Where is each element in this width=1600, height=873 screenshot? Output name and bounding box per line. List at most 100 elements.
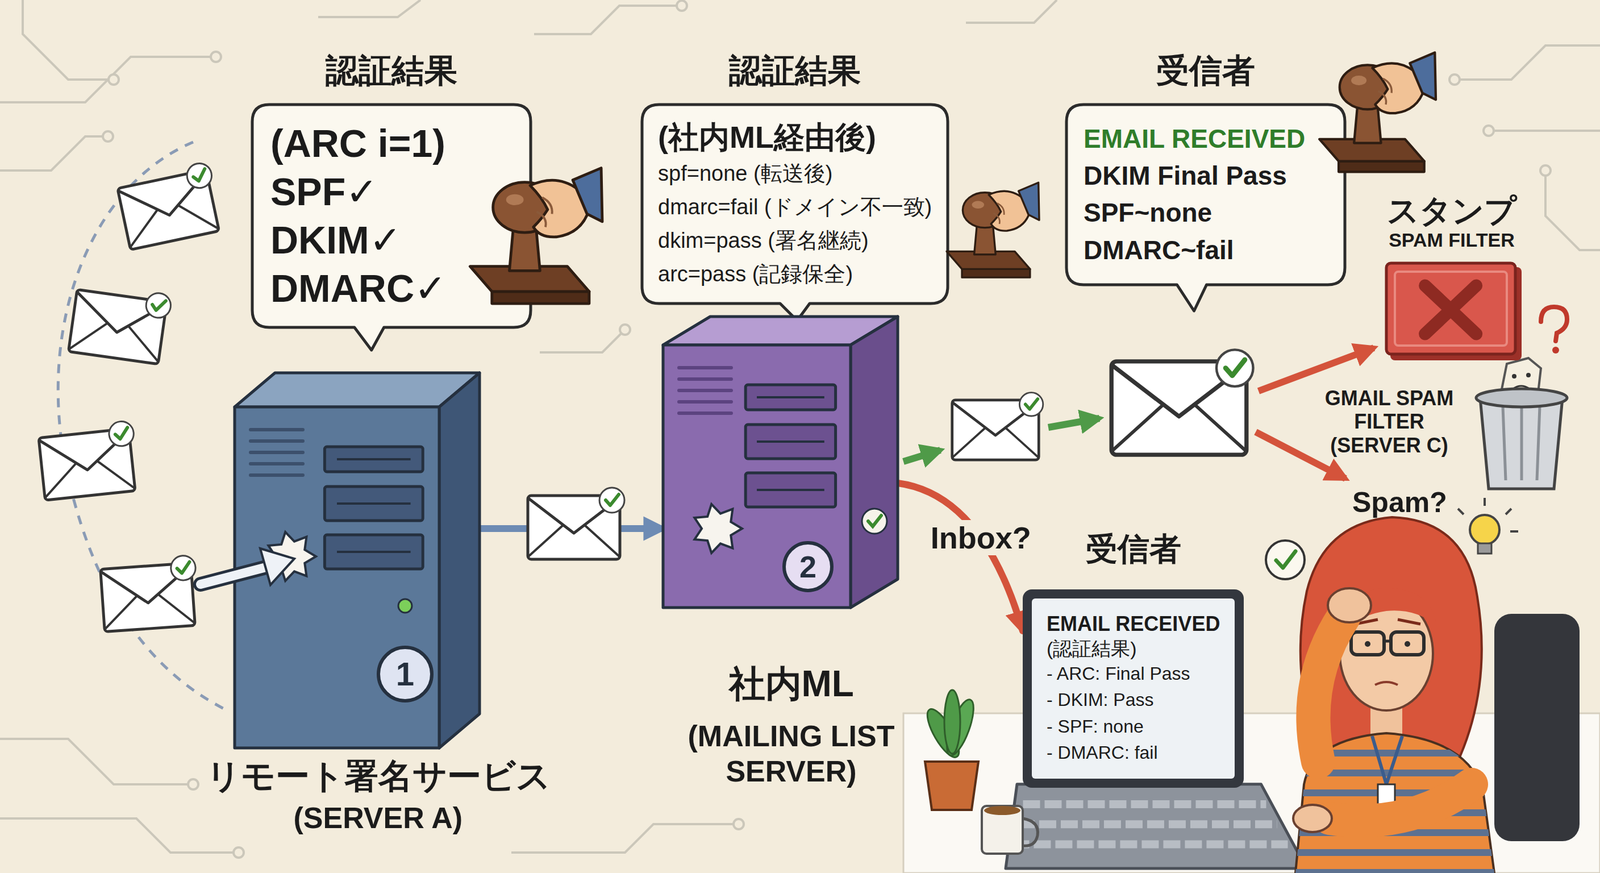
trash-can-part (1480, 397, 1563, 489)
callout-number: 2 (799, 551, 817, 582)
potted-plant-part (925, 761, 979, 810)
screen-line: EMAIL RECEIVED (1046, 610, 1220, 637)
speech-bubble: 認証結果(ARC i=1)SPF✓DKIM✓DMARC✓ (252, 52, 531, 328)
vent (250, 473, 303, 477)
knob-highlight (506, 194, 524, 206)
lightbulb-part (1457, 497, 1519, 532)
sleeve (1018, 182, 1040, 220)
bubble-line: EMAIL RECEIVED (1083, 120, 1306, 158)
annotation-label: GMAIL SPAM FILTER (SERVER C) (1306, 386, 1472, 457)
check-bubble (1265, 540, 1305, 579)
callout-circle: 2 (782, 540, 834, 593)
person-part (1372, 735, 1403, 785)
box-face (1386, 263, 1516, 354)
laptop-screen: 受信者 EMAIL RECEIVED(認証結果)- ARC: Final Pass… (1022, 531, 1244, 788)
server-label: (MAILING LIST SERVER) (666, 718, 917, 790)
vent (678, 388, 732, 393)
coffee-mug-part (984, 805, 1021, 815)
slot-line (756, 396, 825, 399)
box-inner (1394, 271, 1507, 346)
person-part (1494, 613, 1580, 841)
keyboard-row (1017, 819, 1278, 828)
question-mark (1540, 306, 1568, 341)
knob-highlight (1351, 75, 1367, 86)
circuit-pads (102, 0, 1551, 858)
green-arrow (1048, 418, 1100, 428)
slot-line (336, 550, 411, 553)
finger-lines (993, 202, 1004, 224)
stamp-base-side (961, 268, 1031, 278)
server-illustration (663, 316, 898, 608)
bubble-line: SPF~none (1083, 194, 1212, 232)
stamp-base-side (492, 291, 590, 304)
stamp-base-side (1338, 160, 1425, 172)
server-side (850, 316, 898, 608)
envelope (68, 281, 173, 365)
slot-line (336, 502, 411, 505)
keyboard-row (1011, 840, 1288, 849)
x-mark (1425, 285, 1477, 335)
person-part (1364, 640, 1371, 647)
circuit-pads-part (210, 51, 222, 62)
callout-number: 1 (396, 657, 415, 691)
vent (250, 461, 303, 466)
trash-can-part (1526, 372, 1531, 378)
person (1289, 517, 1580, 873)
red-arrow (1258, 347, 1374, 391)
envelope (115, 160, 224, 250)
bubble-line: DMARC~fail (1083, 231, 1235, 269)
incoming-arrow-outline (200, 566, 269, 585)
screen-line: - DKIM: Pass (1046, 686, 1154, 713)
circuit-traces-part (1454, 45, 1600, 80)
server-front (234, 406, 440, 748)
received-envelope (1111, 349, 1253, 455)
person-part (1313, 616, 1344, 762)
rubber-stamp (939, 171, 1040, 286)
server-label: 社内ML (728, 661, 854, 706)
circuit-traces-part (534, 5, 682, 35)
circuit-traces-part (318, 0, 421, 18)
rubber-stamp (460, 156, 603, 311)
bubble-line: SPF✓ (270, 167, 378, 216)
person-part (1329, 784, 1472, 821)
bubble-body: (ARC i=1)SPF✓DKIM✓DMARC✓ (252, 104, 531, 328)
envelope (952, 392, 1044, 461)
circuit-traces-part (0, 56, 216, 103)
server-label: (SERVER A) (293, 800, 464, 836)
vent (250, 450, 303, 454)
screen-line: - DMARC: fail (1046, 739, 1158, 766)
bubble-line: spf=none (転送後) (657, 156, 833, 191)
circuit-pads-part (102, 131, 114, 142)
incoming-arrow-head (260, 548, 295, 585)
vent (250, 439, 303, 443)
coffee-mug-part (981, 805, 1023, 854)
laptop-heading: 受信者 (1085, 531, 1182, 567)
person-part (1390, 631, 1424, 655)
circuit-pads-part (1483, 125, 1494, 136)
drive-slot (324, 486, 423, 521)
laptop-bezel: EMAIL RECEIVED(認証結果)- ARC: Final Pass- D… (1022, 589, 1244, 788)
bubble-heading: 受信者 (1156, 52, 1256, 89)
keyboard-row (1022, 800, 1266, 808)
check-bubble-part (1265, 540, 1305, 579)
person-part (1384, 639, 1391, 643)
server-tower: リモート署名サービス(SERVER A)1 (234, 372, 480, 836)
bubble-line: DMARC✓ (270, 264, 447, 313)
dashed-loop (57, 142, 228, 711)
bubble-shape (1066, 104, 1345, 311)
edge-label: Inbox? (925, 519, 1037, 556)
annotation-label: Spam? (1352, 486, 1448, 520)
question-dot (1552, 346, 1560, 354)
incoming-arrow (200, 566, 269, 585)
vent (678, 377, 732, 381)
green-arrow (903, 450, 941, 462)
envelope (100, 554, 200, 632)
lightbulb-part (1469, 514, 1500, 545)
bubble-line: dmarc=fail (ドメイン不一致) (657, 190, 932, 224)
circuit-pads-part (619, 324, 631, 335)
circuit-pads-part (676, 0, 687, 11)
person-part (1327, 588, 1372, 623)
trash-can-part (1502, 406, 1540, 481)
bubble-line: (ARC i=1) (270, 119, 446, 168)
